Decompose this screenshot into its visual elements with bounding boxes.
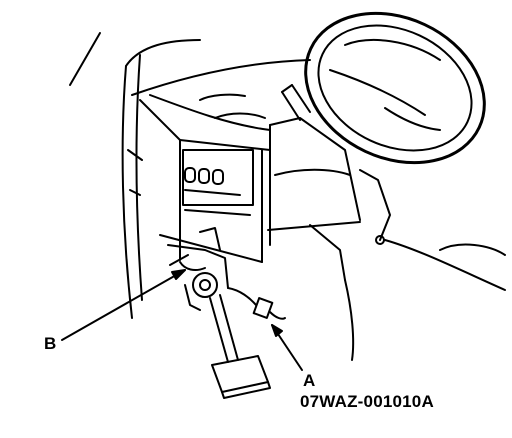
arrowhead-a [271,324,283,337]
door-frame [69,32,201,319]
dashboard [131,59,346,281]
pedal-bracket [167,227,229,311]
figure-code: 07WAZ-001010A [300,392,434,411]
floor [344,239,506,361]
connector-a [227,287,286,320]
fuse-box-panel [182,149,254,216]
callout-label-b: B [44,334,57,353]
leader-line-b [61,269,186,341]
brake-pedal [209,294,271,399]
steering-column [267,84,391,246]
steering-wheel [304,11,486,165]
arrowhead-b [171,269,186,280]
callout-leaders [61,269,303,371]
callout-label-a: A [303,371,316,390]
